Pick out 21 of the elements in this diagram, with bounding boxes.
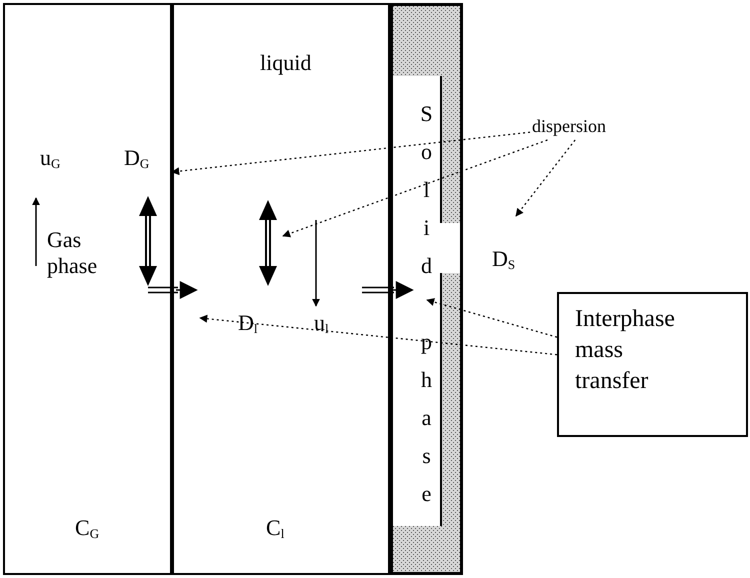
symbol-label: C$_{l}$ (266, 515, 284, 543)
phase-label: liquid (260, 50, 312, 76)
leader-arrow (199, 314, 558, 356)
leader-arrow (171, 132, 530, 176)
symbol-label: D$_{G}$ (124, 145, 150, 173)
symbol-label: C$_{G}$ (75, 515, 100, 543)
leader-arrow (282, 139, 548, 238)
liquid-phase-region (172, 3, 390, 575)
phase-label: Interphase mass transfer (575, 305, 676, 396)
symbol-label: u$_{G}$ (40, 145, 60, 173)
interphase-mass-transfer-box (557, 292, 748, 437)
symbol-label: D$_{l}$ (238, 310, 258, 338)
leader-arrow (516, 140, 576, 217)
vertical-phase-label: Solid phase (413, 101, 439, 519)
gas-phase-region (3, 3, 172, 575)
symbol-label: D$_{S}$ (492, 246, 516, 274)
mass-transfer-arrow (147, 281, 198, 299)
annotation-label: dispersion (532, 115, 606, 138)
phase-label: Gas phase (47, 227, 98, 279)
mass-transfer-arrow (361, 281, 414, 299)
leader-arrow (426, 298, 558, 338)
